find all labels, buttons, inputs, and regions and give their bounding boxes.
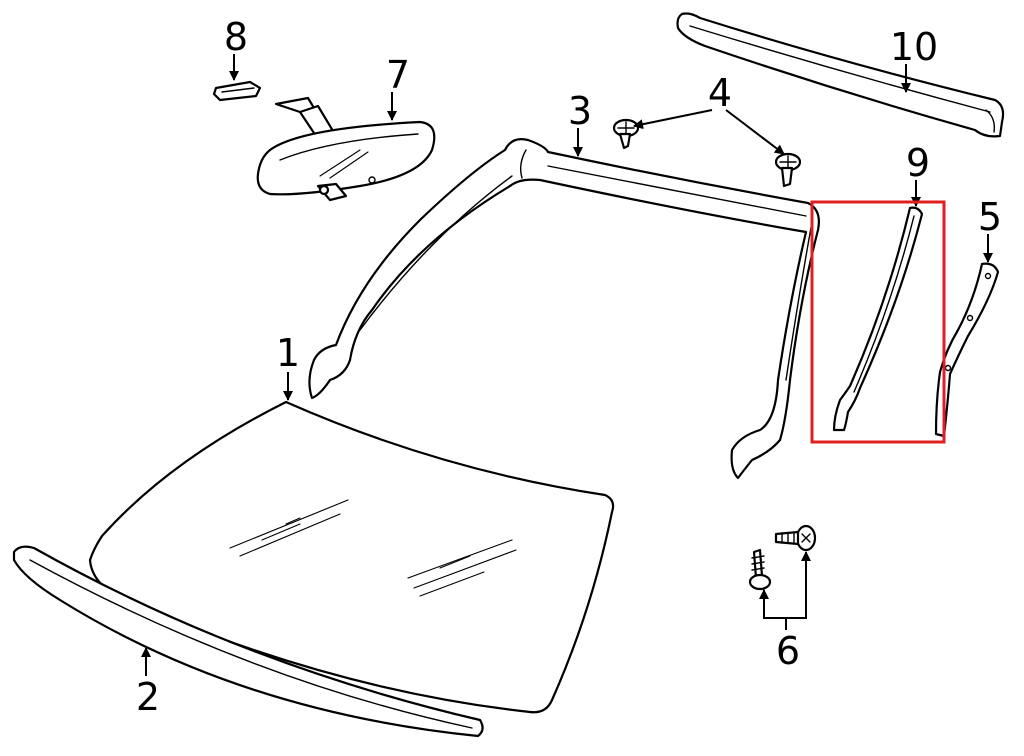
callout-6: 6 [776, 629, 800, 673]
part-4-clip-left [612, 118, 640, 150]
callout-7: 7 [386, 53, 410, 97]
leader-4a [633, 109, 713, 130]
leader-6b [786, 551, 811, 619]
part-6-screw-upper [774, 524, 817, 552]
callout-labels: 1 2 3 4 5 6 7 8 9 10 [136, 15, 1002, 719]
callout-5: 5 [978, 195, 1002, 239]
part-7-rearview-mirror [256, 96, 436, 202]
part-8-mirror-button [212, 80, 262, 102]
callout-1: 1 [276, 331, 300, 375]
leader-6a [759, 589, 787, 630]
part-4-clip-right [774, 152, 802, 188]
part-6-screw-lower [748, 548, 772, 591]
part-9-pillar-molding [832, 206, 924, 432]
callout-2: 2 [136, 675, 160, 719]
callout-3: 3 [568, 89, 592, 133]
callout-10: 10 [890, 25, 938, 69]
part-1-windshield-glass [88, 400, 615, 714]
glass-glare-right [407, 539, 517, 597]
highlight-box [810, 200, 946, 444]
leader-4b [725, 109, 785, 155]
callout-4: 4 [708, 71, 732, 115]
callout-8: 8 [224, 15, 248, 59]
callout-9: 9 [906, 141, 930, 185]
part-2-lower-molding [12, 545, 484, 738]
part-10-roof-molding [676, 12, 1005, 138]
glass-glare-left [229, 499, 349, 557]
part-3-windshield-frame [308, 138, 820, 480]
